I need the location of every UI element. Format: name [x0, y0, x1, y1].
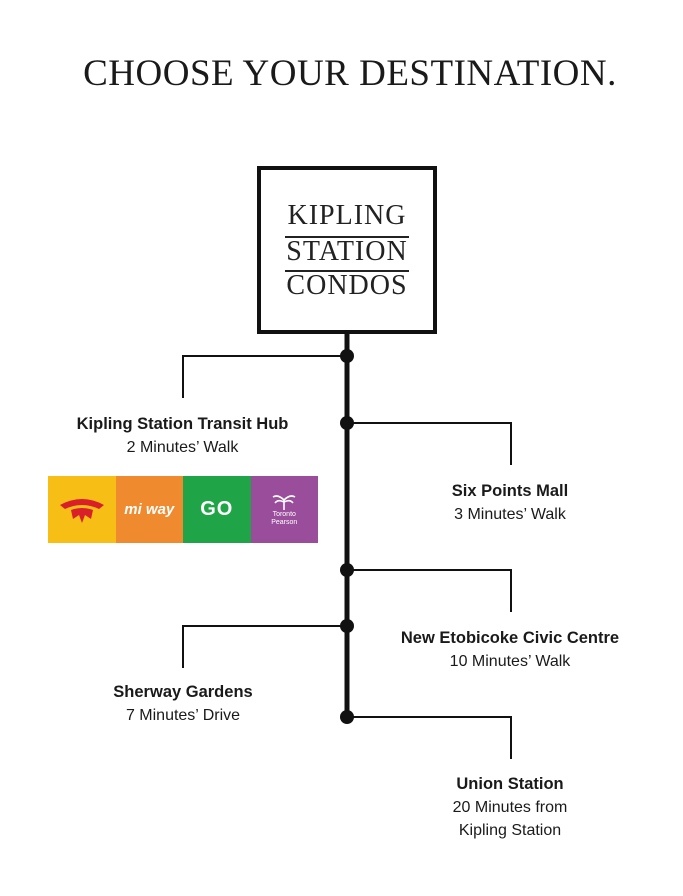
destination-detail: 2 Minutes’ Walk	[126, 439, 239, 456]
stop-node	[340, 349, 354, 363]
connector-sherway	[182, 625, 347, 668]
destination-name: Kipling Station Transit Hub	[76, 415, 289, 433]
destination-detail: 20 Minutes from	[452, 799, 568, 816]
destination-kipling-transit-hub: Kipling Station Transit Hub 2 Minutes’ W…	[40, 413, 325, 459]
stop-node	[340, 619, 354, 633]
stop-node	[340, 563, 354, 577]
destination-new-etobicoke-civic-centre: New Etobicoke Civic Centre 10 Minutes’ W…	[375, 627, 645, 673]
destination-detail: 10 Minutes’ Walk	[449, 653, 571, 670]
transit-logos-strip: mi way GO Toronto Pearson	[48, 476, 318, 543]
destination-name: Sherway Gardens	[113, 683, 253, 701]
connector-kipling-transit	[182, 355, 347, 398]
logo-line-kipling: KIPLING	[287, 200, 407, 231]
logo-rule	[285, 270, 409, 272]
connector-civic-centre	[347, 569, 512, 612]
destination-sherway-gardens: Sherway Gardens 7 Minutes’ Drive	[78, 681, 288, 727]
logo-rule	[285, 236, 409, 238]
miway-icon: mi way	[115, 476, 183, 543]
stop-node	[340, 710, 354, 724]
toronto-pearson-icon: Toronto Pearson	[250, 476, 318, 543]
page-title: CHOOSE YOUR DESTINATION.	[83, 53, 617, 94]
kipling-station-condos-logo: KIPLING STATION CONDOS	[257, 166, 437, 334]
destination-six-points-mall: Six Points Mall 3 Minutes’ Walk	[400, 480, 620, 526]
destination-name: Union Station	[456, 775, 564, 793]
destination-detail: 3 Minutes’ Walk	[454, 506, 566, 523]
destination-detail: 7 Minutes’ Drive	[125, 707, 241, 724]
destination-union-station: Union Station 20 Minutes from Kipling St…	[410, 773, 610, 842]
destination-name: New Etobicoke Civic Centre	[400, 629, 620, 647]
stop-node	[340, 416, 354, 430]
logo-line-condos: CONDOS	[286, 270, 408, 301]
destination-name: Six Points Mall	[451, 482, 569, 500]
go-transit-icon: GO	[183, 476, 251, 543]
logo-line-station: STATION	[286, 236, 408, 267]
connector-six-points	[347, 422, 512, 465]
ttc-icon	[48, 476, 116, 543]
destination-detail-2: Kipling Station	[458, 822, 562, 839]
connector-union-station	[347, 716, 512, 759]
